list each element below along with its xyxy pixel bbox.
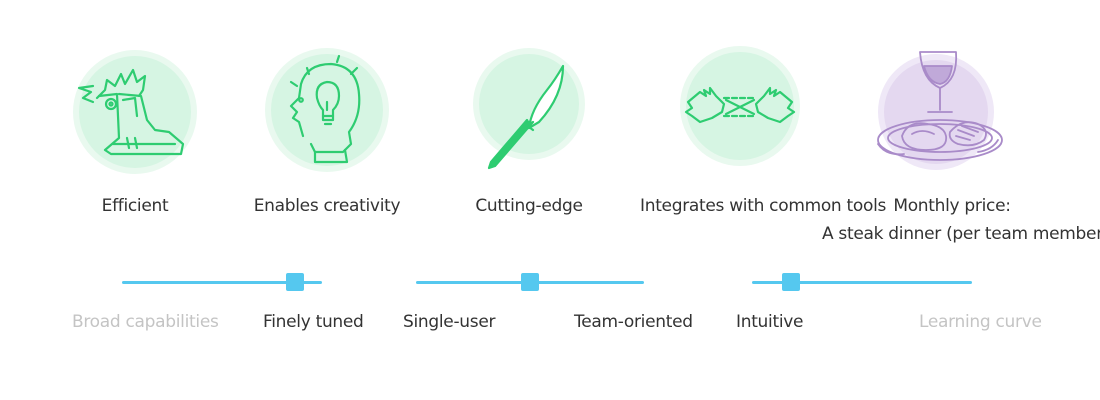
feature-label-cutting-edge: Cutting-edge <box>475 196 583 216</box>
feature-price: Monthly price: A steak dinner (per team … <box>822 40 1100 244</box>
slider-label-intuitive: Intuitive <box>736 312 804 332</box>
slider-label-learning-curve: Learning curve <box>919 312 1042 332</box>
feature-efficient: Efficient <box>35 40 235 216</box>
feature-label-price: Monthly price: A steak dinner (per team … <box>822 192 1100 248</box>
price-label-line-1: Monthly price: <box>893 196 1011 216</box>
slider-team[interactable] <box>416 272 644 292</box>
lightbulb-head-icon <box>227 40 427 190</box>
slider-label-broad-capabilities: Broad capabilities <box>72 312 219 332</box>
feature-creativity: Enables creativity <box>227 40 427 216</box>
slider-learning-curve[interactable] <box>752 272 972 292</box>
slider-thumb[interactable] <box>521 273 539 291</box>
slider-thumb[interactable] <box>286 273 304 291</box>
feature-label-efficient: Efficient <box>101 196 169 216</box>
boot-icon <box>35 40 235 190</box>
slider-thumb[interactable] <box>782 273 800 291</box>
price-label-line-2: A steak dinner (per team member) <box>822 224 1100 244</box>
slider-track[interactable] <box>752 281 972 284</box>
feature-cutting-edge: Cutting-edge <box>429 40 629 216</box>
feature-label-creativity: Enables creativity <box>253 196 401 216</box>
slider-track[interactable] <box>122 281 322 284</box>
steak-dinner-icon <box>852 40 1052 190</box>
feature-label-integrations: Integrates with common tools <box>640 196 887 216</box>
slider-capabilities[interactable] <box>122 272 322 292</box>
slider-label-single-user: Single-user <box>403 312 496 332</box>
slider-label-finely-tuned: Finely tuned <box>263 312 364 332</box>
hands-connecting-icon <box>640 40 840 190</box>
slider-label-team-oriented: Team-oriented <box>574 312 693 332</box>
knife-icon <box>429 40 629 190</box>
feature-integrations: Integrates with common tools <box>640 40 886 216</box>
